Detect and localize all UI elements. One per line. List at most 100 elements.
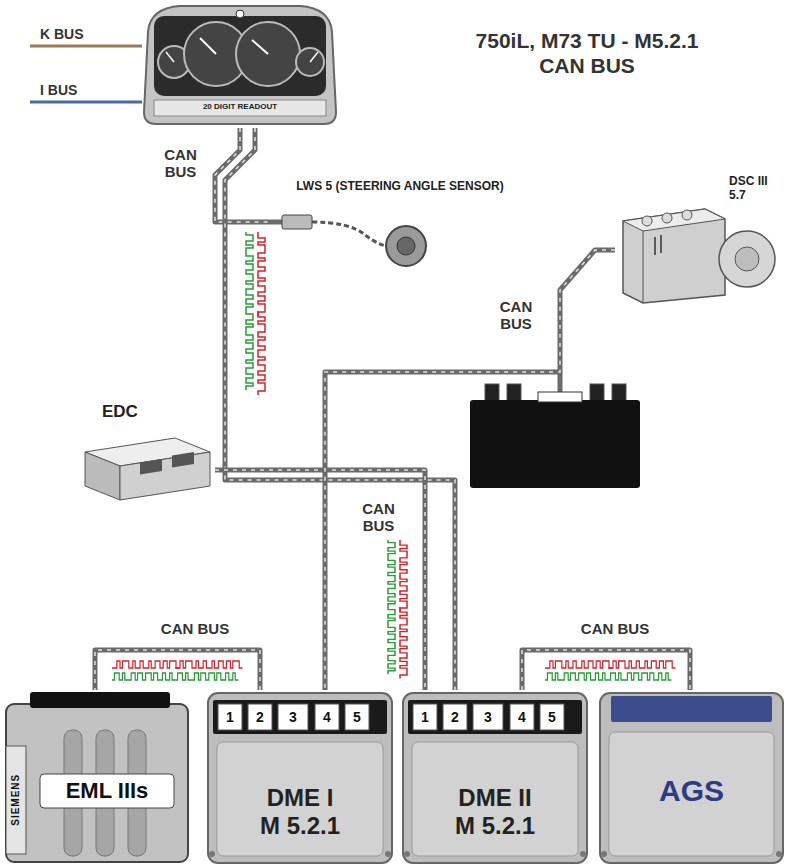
pin-number: 1 [414,709,436,725]
control-module-drawing [209,851,215,857]
bus-label: CAN BUS [560,620,670,637]
control-module-drawing [315,704,339,730]
control-unit-drawing [120,452,210,500]
cable-twist [215,470,425,690]
control-module-drawing [413,704,437,730]
hydraulic-unit-drawing [682,210,692,220]
hydraulic-unit-drawing [623,209,725,303]
signal-wave [246,311,265,395]
can-bus-cable [225,128,455,690]
control-module-drawing [412,742,578,856]
signal-wave [545,661,612,680]
control-module-drawing [208,693,392,863]
bus-name: K BUS [40,26,110,42]
hydraulic-unit-drawing [615,175,783,305]
module-name: DME II M 5.2.1 [451,784,539,839]
sensor-drawing [282,215,312,229]
signal-wave [388,607,407,678]
pin-number: 1 [219,709,241,725]
hydraulic-unit-drawing [662,213,672,223]
ecu-drawing [30,692,170,708]
control-module-drawing [611,696,772,722]
control-module-drawing [218,704,242,730]
instrument-cluster-drawing [154,16,326,96]
part-name: EDC [102,402,138,422]
pin-number: 2 [249,709,271,725]
control-module-drawing [408,700,582,734]
can-bus-cable [215,470,425,690]
control-unit-drawing [85,452,120,500]
control-module-drawing [473,704,503,730]
pin-number: 2 [444,709,466,725]
pin-number: 3 [282,709,304,725]
sensor-drawing [312,222,388,246]
control-module-drawing [385,851,391,857]
signal-wave [112,661,179,680]
pin-number: 3 [477,709,499,725]
control-unit-drawing [80,400,215,515]
signal-wave [175,661,242,680]
junction-block [470,372,640,488]
bus-label: CAN BUS [158,146,203,181]
can-bus-cable [95,650,260,690]
bus-name: I BUS [40,82,110,98]
part-name: DSC III 5.7 [729,175,781,203]
control-unit-drawing [140,459,162,474]
ecu-drawing [6,746,26,854]
junction-body [470,400,640,488]
cable-twist [225,128,455,690]
sensor-drawing [270,180,530,272]
sensor-drawing [386,226,426,266]
bus-label: CAN BUS [140,620,250,637]
control-module-drawing [510,704,534,730]
hydraulic-unit-drawing [735,247,759,271]
instrument-cluster-drawing [154,100,326,116]
connector-tab [538,392,582,402]
control-unit-drawing [172,452,194,467]
can-bus-cable [522,650,690,690]
pin-number: 5 [541,709,563,725]
edc-unit: EDC [80,400,215,515]
pin-number: 4 [316,709,338,725]
can-bus-cable [522,650,690,690]
instrument-cluster-drawing [296,48,324,76]
ags-module: AGS [597,690,788,866]
instrument-cluster-drawing [310,52,318,62]
cable-twist [522,650,690,690]
instrument-cluster: 20 DIGIT READOUT [140,2,340,128]
eml-module: EML IIIs SIEMENS [2,690,192,866]
cable-twist [95,650,260,690]
sensor-drawing [397,237,415,255]
ecu-drawing [6,704,188,862]
display-text: 20 DIGIT READOUT [190,102,290,111]
instrument-cluster-drawing [236,22,300,86]
control-module-drawing [213,700,387,734]
hydraulic-unit-drawing [642,216,652,226]
dsc-unit: DSC III 5.7 [615,175,784,305]
module-name: AGS [597,774,786,809]
module-name: DME I M 5.2.1 [256,784,344,839]
control-module-drawing [403,693,587,863]
bus-label: CAN BUS [492,298,540,333]
brand-text: SIEMENS [10,764,22,836]
pin-number: 4 [511,709,533,725]
instrument-cluster-drawing [200,38,216,54]
hydraulic-unit-drawing [643,231,644,303]
control-module-drawing [580,851,586,857]
control-module-drawing [278,704,308,730]
instrument-cluster-drawing [252,40,268,54]
control-module-drawing [404,851,410,857]
can-bus-cable [95,650,260,690]
module-name: EML IIIs [40,778,174,803]
hydraulic-unit-drawing [719,231,775,287]
sensor-drawing [270,220,282,225]
instrument-cluster-drawing [236,10,244,18]
control-module-drawing [540,704,564,730]
control-module-drawing [248,704,272,730]
signal-wave [246,232,265,316]
i-bus-wire [30,101,142,104]
signal-wave [388,540,407,611]
can-bus-cable [225,128,455,690]
can-bus-cable [215,470,425,690]
